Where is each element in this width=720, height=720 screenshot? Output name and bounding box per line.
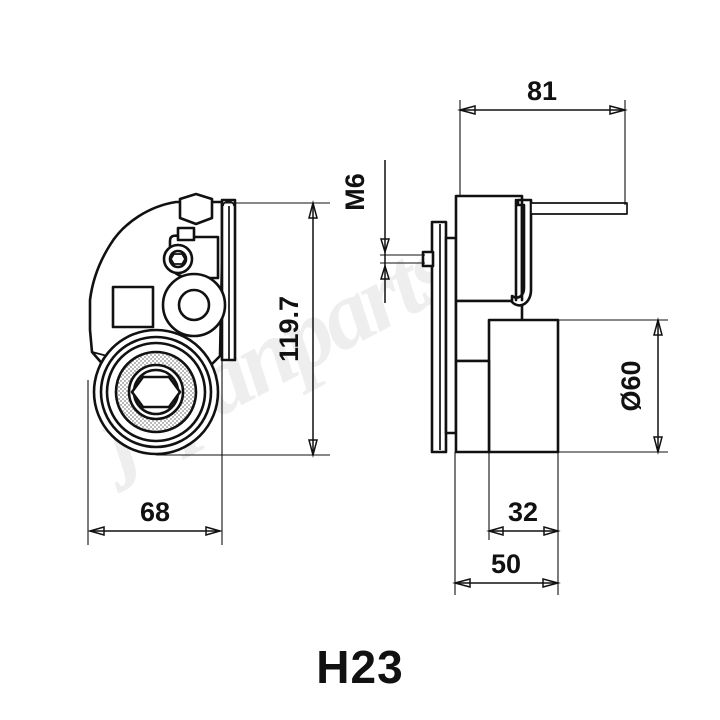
part-code-label: H23	[316, 641, 404, 693]
dim-arrow-81-right	[609, 105, 628, 115]
body-block-upper	[454, 194, 524, 303]
dim-arrow-m6-top	[379, 238, 391, 255]
pulley-rim-mid	[99, 335, 213, 449]
pivot-housing-tab	[176, 226, 196, 242]
dim-text-50: 50	[491, 549, 521, 579]
clip-arm	[510, 198, 533, 307]
center-hex-socket	[130, 375, 182, 409]
dim-text-68: 68	[140, 497, 170, 527]
dim-text-32: 32	[508, 497, 538, 527]
dim-text-d60: Ø60	[616, 360, 646, 411]
dim-arrow-32-right	[543, 526, 561, 536]
side-view-dimensions: 81 M6 Ø60 32	[340, 76, 668, 595]
dim-arrow-119-7-bottom	[308, 439, 318, 458]
side-view-group	[421, 194, 628, 454]
front-view-dimensions: 68 119.7	[87, 200, 330, 545]
hex-bolt-head-top	[178, 192, 214, 226]
dim-arrow-d60-bottom	[653, 436, 663, 455]
dim-arrow-50-left	[452, 578, 471, 588]
dim-arrow-32-left	[486, 526, 504, 536]
dim-arrow-d60-top	[653, 317, 663, 336]
dim-text-81: 81	[527, 76, 557, 106]
lower-foot	[454, 359, 491, 454]
stud-boss	[421, 250, 435, 268]
dim-arrow-m6-bottom	[379, 263, 391, 280]
dim-arrow-119-7-top	[308, 200, 318, 219]
dim-arrow-81-left	[457, 105, 476, 115]
small-bolt-hex	[170, 253, 186, 265]
side-plate-cap	[222, 200, 235, 207]
dim-text-m6: M6	[340, 173, 370, 211]
idler-inner-circle	[177, 288, 211, 322]
dim-text-119-7: 119.7	[274, 296, 304, 362]
dim-arrow-68-left	[87, 526, 105, 536]
front-view-group	[88, 192, 237, 456]
flange-plate	[444, 236, 458, 435]
square-cutout	[111, 285, 155, 329]
pulley-rim-inner	[105, 341, 207, 443]
pulley-block	[487, 318, 560, 454]
dim-arrow-68-right	[205, 526, 223, 536]
dim-arrow-50-right	[542, 578, 561, 588]
tension-arm-rod	[530, 202, 628, 215]
